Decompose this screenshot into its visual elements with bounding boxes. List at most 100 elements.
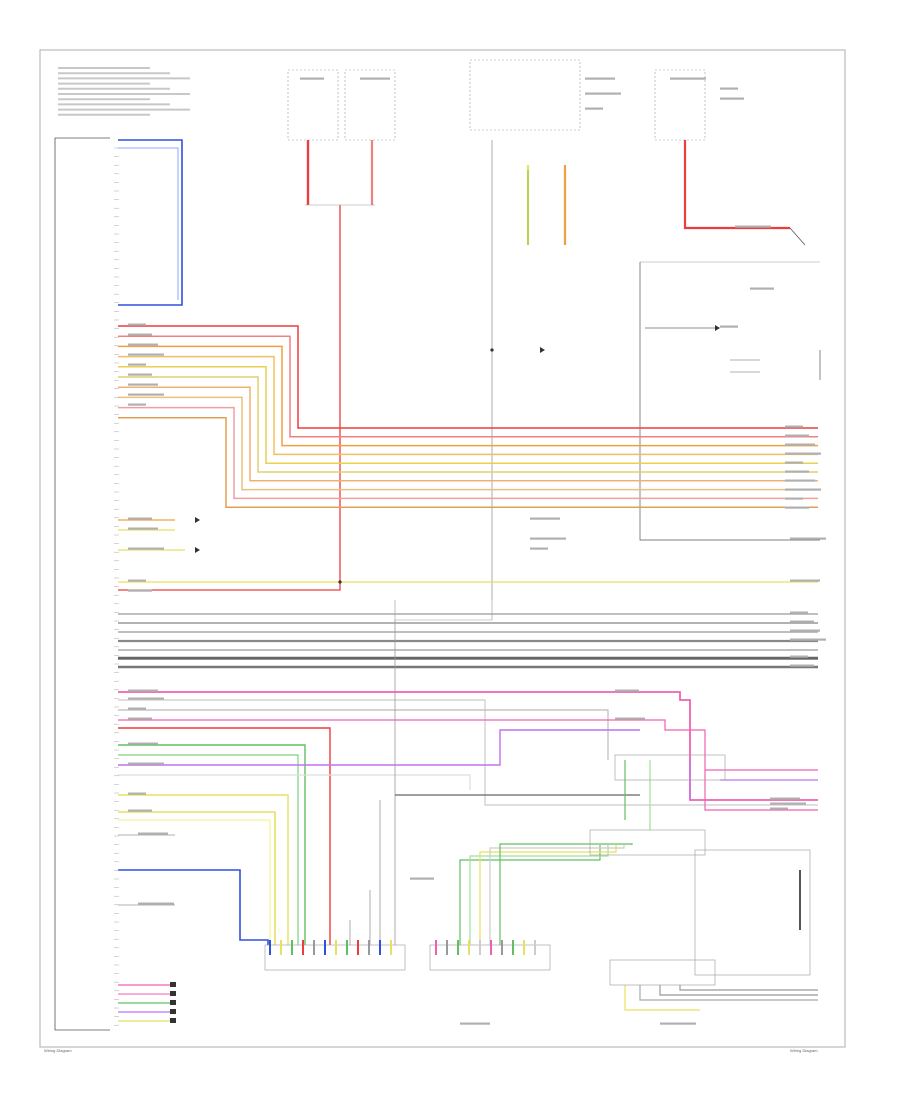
label-text-stroke bbox=[785, 434, 809, 437]
label-text-stroke bbox=[735, 225, 771, 228]
ground-arrow-marker bbox=[540, 347, 545, 353]
label-text-stroke bbox=[128, 363, 146, 366]
label-text-stroke bbox=[615, 689, 639, 692]
label-text-stroke bbox=[790, 655, 808, 658]
label-text-stroke bbox=[785, 488, 821, 491]
harness-wire-6 bbox=[118, 386, 818, 482]
bottom-left-connector-pin bbox=[170, 1018, 176, 1023]
footer-right-label: Wiring Diagram bbox=[790, 1048, 818, 1053]
label-text-stroke bbox=[530, 537, 566, 540]
harness-wire-0 bbox=[118, 325, 818, 429]
label-text-stroke bbox=[128, 527, 158, 530]
label-text-stroke bbox=[128, 742, 158, 745]
label-text-stroke bbox=[128, 547, 164, 550]
lower-violet-wire bbox=[118, 729, 640, 766]
fuse-block-1 bbox=[287, 69, 339, 141]
harness-wire-8 bbox=[118, 406, 818, 500]
label-text-stroke bbox=[790, 579, 820, 582]
component-group bbox=[58, 59, 826, 1025]
blue-loop-inner-wire bbox=[118, 147, 179, 300]
label-text-stroke bbox=[585, 107, 603, 110]
label-text-stroke bbox=[720, 325, 738, 328]
harness-wire-5 bbox=[118, 376, 818, 473]
mid-fan-wire-3 bbox=[489, 845, 625, 945]
label-text-stroke bbox=[585, 92, 621, 95]
label-text-stroke bbox=[785, 506, 809, 509]
bottom-left-connector-pin bbox=[170, 991, 176, 996]
label-text-stroke bbox=[128, 393, 164, 396]
switch-contact bbox=[789, 227, 806, 246]
label-text-stroke bbox=[128, 792, 146, 795]
label-text-stroke bbox=[785, 425, 803, 428]
mid-fan-wire-0 bbox=[459, 845, 601, 945]
lower-blue-wire bbox=[118, 869, 269, 945]
label-text-stroke bbox=[530, 517, 560, 520]
label-text-stroke bbox=[750, 287, 774, 290]
ground-arrow-marker bbox=[715, 325, 720, 331]
right-module-box bbox=[694, 849, 811, 976]
ground-arrow-marker bbox=[195, 547, 200, 553]
label-text-stroke bbox=[128, 333, 152, 336]
ground-arrow-marker bbox=[195, 517, 200, 523]
label-text-stroke bbox=[785, 497, 803, 500]
label-text-stroke bbox=[785, 443, 815, 446]
label-text-stroke bbox=[785, 452, 821, 455]
label-text-stroke bbox=[785, 461, 803, 464]
label-text-stroke bbox=[530, 547, 548, 550]
label-text-stroke bbox=[128, 809, 152, 812]
label-text-stroke bbox=[410, 877, 434, 880]
label-text-stroke bbox=[785, 479, 815, 482]
label-text-stroke bbox=[790, 629, 820, 632]
label-text-stroke bbox=[720, 87, 738, 90]
pin-tick-group bbox=[114, 147, 119, 1026]
bottom-gray-wire-3 bbox=[679, 985, 818, 991]
right-fuse-red-wire bbox=[683, 140, 790, 230]
harness-wire-1 bbox=[118, 335, 818, 438]
connector-block-right-low bbox=[609, 959, 716, 986]
label-text-stroke bbox=[585, 77, 615, 80]
label-text-stroke bbox=[128, 373, 152, 376]
bottom-gray-wire bbox=[639, 985, 818, 1001]
main-feed-red-wire bbox=[118, 205, 341, 591]
relay-splice bbox=[490, 348, 494, 352]
lower-gray-wire bbox=[118, 699, 818, 806]
label-text-stroke bbox=[128, 717, 152, 720]
label-text-stroke bbox=[790, 611, 808, 614]
label-text-stroke bbox=[128, 589, 152, 592]
bottom-left-connector-pin bbox=[170, 982, 176, 987]
connector-block-right-top bbox=[614, 754, 726, 781]
yellow-splice bbox=[338, 580, 342, 584]
lower-pink-wire bbox=[118, 691, 818, 801]
label-text-stroke bbox=[138, 832, 168, 835]
label-text-stroke bbox=[660, 1022, 696, 1025]
label-text-stroke bbox=[128, 762, 164, 765]
label-text-stroke bbox=[128, 579, 146, 582]
label-text-stroke bbox=[128, 353, 164, 356]
harness-wire-7 bbox=[118, 396, 818, 491]
lower-gray-wire-3 bbox=[118, 774, 471, 790]
mid-fan-wire-1 bbox=[469, 845, 609, 945]
label-text-stroke bbox=[790, 537, 826, 540]
label-text-stroke bbox=[770, 802, 806, 805]
label-text-stroke bbox=[615, 717, 645, 720]
main-module-outline bbox=[54, 137, 110, 1031]
label-text-stroke bbox=[128, 383, 158, 386]
wire-group bbox=[118, 139, 821, 1022]
harness-wire-4 bbox=[118, 366, 818, 464]
label-text-stroke bbox=[790, 638, 826, 641]
bus-link bbox=[394, 600, 493, 621]
blue-loop-wire bbox=[118, 139, 183, 306]
bottom-gray-wire-2 bbox=[659, 985, 818, 996]
lower-yellow-wire-3 bbox=[118, 819, 271, 945]
label-text-stroke bbox=[128, 689, 158, 692]
fuse-block-2 bbox=[344, 69, 396, 141]
label-text-stroke bbox=[300, 77, 324, 80]
mid-fan-wire-4 bbox=[499, 843, 633, 945]
lower-pink-wire-2 bbox=[118, 719, 818, 811]
lower-red-wire bbox=[118, 727, 331, 945]
diagram-frame bbox=[39, 49, 846, 1048]
label-text-stroke bbox=[128, 343, 158, 346]
harness-wire-9 bbox=[118, 417, 818, 508]
label-text-stroke bbox=[720, 97, 744, 100]
